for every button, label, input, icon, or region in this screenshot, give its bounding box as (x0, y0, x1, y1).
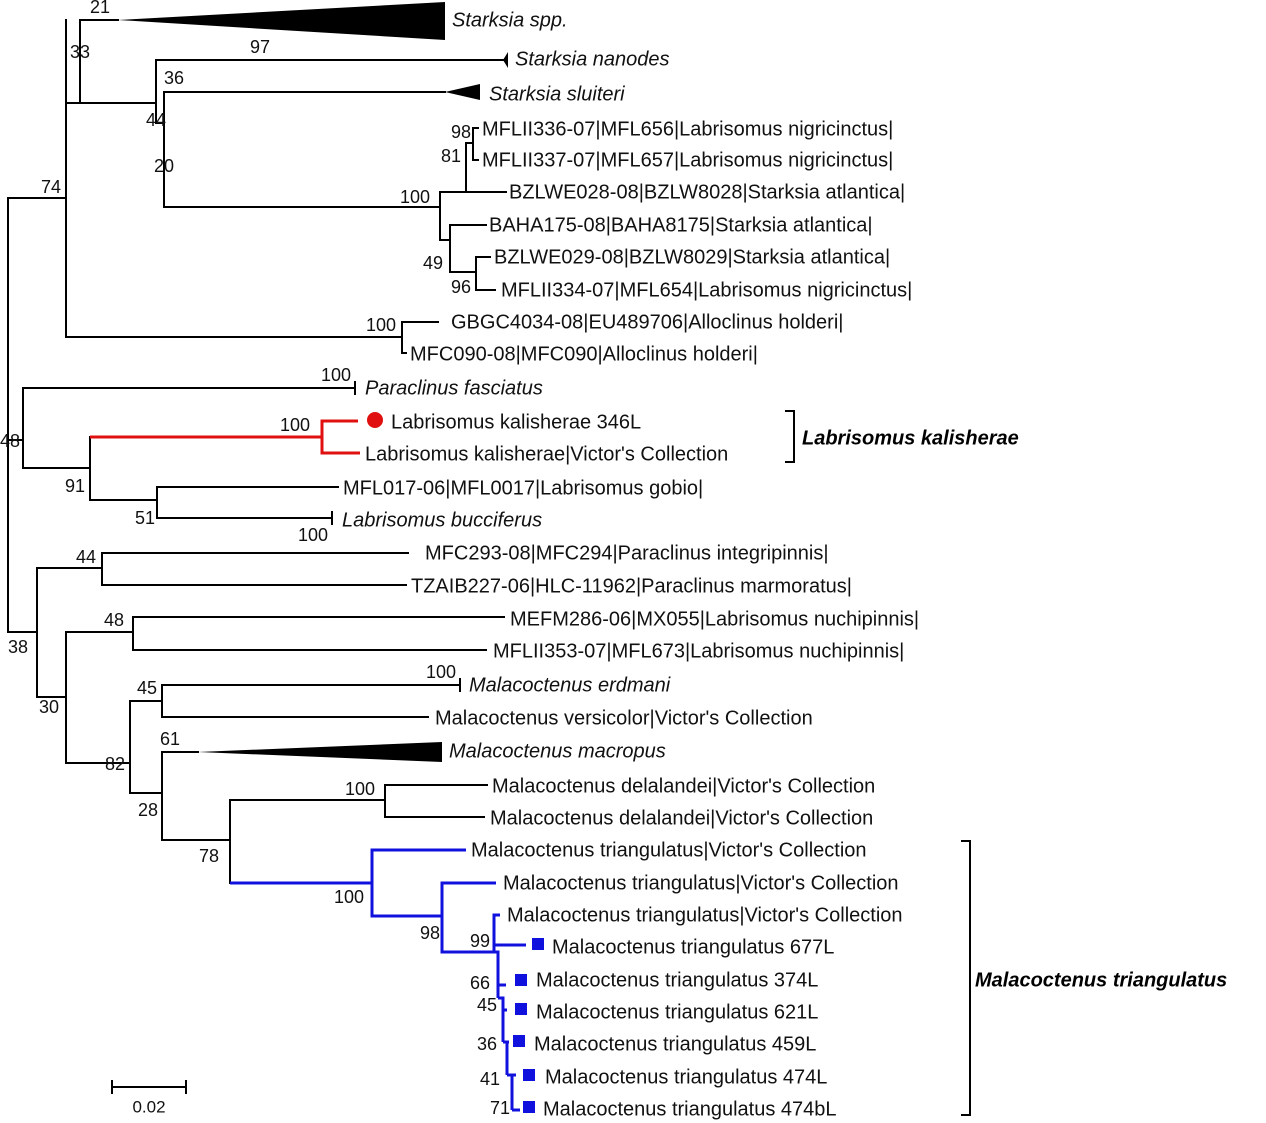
branch-line (90, 419, 360, 455)
bootstrap-value: 28 (138, 800, 158, 820)
taxon-label: Malacoctenus delalandei|Victor's Collect… (490, 807, 873, 829)
taxon-label: MEFM286-06|MX055|Labrisomus nuchipinnis| (510, 608, 919, 630)
bootstrap-value: 44 (146, 110, 166, 130)
taxon-label: MFLII336-07|MFL656|Labrisomus nigricinct… (482, 118, 893, 140)
taxon-label: Labrisomus kalisherae|Victor's Collectio… (365, 443, 728, 465)
bootstrap-value: 74 (41, 177, 61, 197)
bootstrap-value: 98 (420, 923, 440, 943)
taxon-label: Malacoctenus triangulatus 621L (536, 1001, 818, 1023)
bootstrap-value: 45 (137, 678, 157, 698)
bootstrap-value: 100 (345, 779, 375, 799)
taxon-label: TZAIB227-06|HLC-11962|Paraclinus marmora… (411, 575, 852, 597)
bootstrap-value: 45 (477, 995, 497, 1015)
branch-line (494, 950, 520, 1112)
bootstrap-value: 30 (39, 697, 59, 717)
taxon-label: MFC293-08|MFC294|Paraclinus integripinni… (425, 542, 829, 564)
bootstrap-value: 61 (160, 729, 180, 749)
triangulatus-marker-icon (523, 1069, 535, 1081)
bootstrap-value: 48 (104, 610, 124, 630)
bootstrap-value: 96 (451, 277, 471, 297)
bootstrap-value: 100 (321, 365, 351, 385)
bootstrap-value: 20 (154, 156, 174, 176)
taxon-label: Malacoctenus triangulatus|Victor's Colle… (471, 839, 867, 861)
taxon-label: MFC090-08|MFC090|Alloclinus holderi| (410, 343, 758, 365)
triangulatus-marker-icon (523, 1101, 535, 1113)
taxon-label: MFL017-06|MFL0017|Labrisomus gobio| (343, 477, 703, 499)
bootstrap-value: 100 (400, 187, 430, 207)
bootstrap-value: 98 (451, 122, 471, 142)
bootstrap-value: 82 (105, 754, 125, 774)
triangulatus-marker-icon (515, 974, 527, 986)
bootstrap-value: 99 (470, 931, 490, 951)
collapsed-clade-triangle (445, 84, 480, 100)
scale-bar-label: 0.02 (132, 1097, 165, 1116)
taxon-label: Starksia spp. (452, 9, 568, 31)
taxon-label: Starksia sluiteri (489, 83, 625, 105)
bootstrap-value: 100 (298, 525, 328, 545)
taxon-label: MFLII353-07|MFL673|Labrisomus nuchipinni… (493, 640, 904, 662)
triangulatus-marker-icon (515, 1003, 527, 1015)
bootstrap-value: 91 (65, 476, 85, 496)
taxon-label: GBGC4034-08|EU489706|Alloclinus holderi| (451, 311, 843, 333)
taxon-label: Malacoctenus triangulatus 677L (552, 936, 834, 958)
triangulatus-marker-icon (532, 938, 544, 950)
bootstrap-value: 33 (70, 42, 90, 62)
bootstrap-value: 71 (490, 1098, 510, 1118)
branch-line (230, 848, 526, 954)
kalisherae-marker-icon (367, 412, 383, 428)
taxon-label: Malacoctenus delalandei|Victor's Collect… (492, 775, 875, 797)
taxon-label: Labrisomus kalisherae 346L (391, 411, 641, 433)
taxon-label: Paraclinus fasciatus (365, 377, 543, 399)
collapsed-clade-triangle (198, 742, 442, 762)
bootstrap-value: 21 (90, 0, 110, 17)
bootstrap-value: 81 (441, 146, 461, 166)
bootstrap-value: 38 (8, 637, 28, 657)
taxon-label: BAHA175-08|BAHA8175|Starksia atlantica| (489, 214, 873, 236)
collapsed-clade-triangle (118, 2, 445, 40)
taxon-label: MFLII337-07|MFL657|Labrisomus nigricinct… (482, 149, 893, 171)
bootstrap-value: 49 (423, 253, 443, 273)
taxon-label: Malacoctenus triangulatus|Victor's Colle… (507, 904, 903, 926)
taxon-label: Malacoctenus triangulatus|Victor's Colle… (503, 872, 899, 894)
bootstrap-value: 100 (366, 315, 396, 335)
taxon-label: Malacoctenus triangulatus 459L (534, 1033, 816, 1055)
bootstrap-value: 44 (76, 547, 96, 567)
clade-label: Malacoctenus triangulatus (975, 969, 1227, 991)
bootstrap-value: 100 (280, 415, 310, 435)
branch-line (785, 410, 795, 463)
triangulatus-marker-icon (513, 1035, 525, 1047)
clade-label: Labrisomus kalisherae (802, 427, 1019, 449)
taxon-label: BZLWE029-08|BZLW8029|Starksia atlantica| (494, 246, 890, 268)
taxon-label: Malacoctenus triangulatus 474L (545, 1066, 827, 1088)
taxon-label: Malacoctenus erdmani (469, 674, 671, 696)
bootstrap-value: 41 (480, 1069, 500, 1089)
taxon-label: Malacoctenus triangulatus 474bL (543, 1098, 837, 1120)
bootstrap-value: 66 (470, 973, 490, 993)
bootstrap-value: 100 (334, 887, 364, 907)
taxon-label: MFLII334-07|MFL654|Labrisomus nigricinct… (501, 279, 912, 301)
branch-line (961, 840, 971, 1116)
taxon-label: BZLWE028-08|BZLW8028|Starksia atlantica| (509, 181, 905, 203)
bootstrap-value: 97 (250, 37, 270, 57)
taxon-label: Malacoctenus versicolor|Victor's Collect… (435, 707, 813, 729)
taxon-label: Starksia nanodes (515, 48, 670, 70)
bootstrap-value: 36 (164, 68, 184, 88)
bootstrap-value: 78 (199, 846, 219, 866)
taxon-label: Labrisomus bucciferus (342, 509, 542, 531)
collapsed-clade-triangle (503, 52, 508, 68)
taxon-label: Malacoctenus macropus (449, 740, 666, 762)
bootstrap-value: 36 (477, 1034, 497, 1054)
bootstrap-value: 51 (135, 508, 155, 528)
bootstrap-value: 100 (426, 662, 456, 682)
taxon-label: Malacoctenus triangulatus 374L (536, 969, 818, 991)
bootstrap-value: 48 (0, 431, 20, 451)
